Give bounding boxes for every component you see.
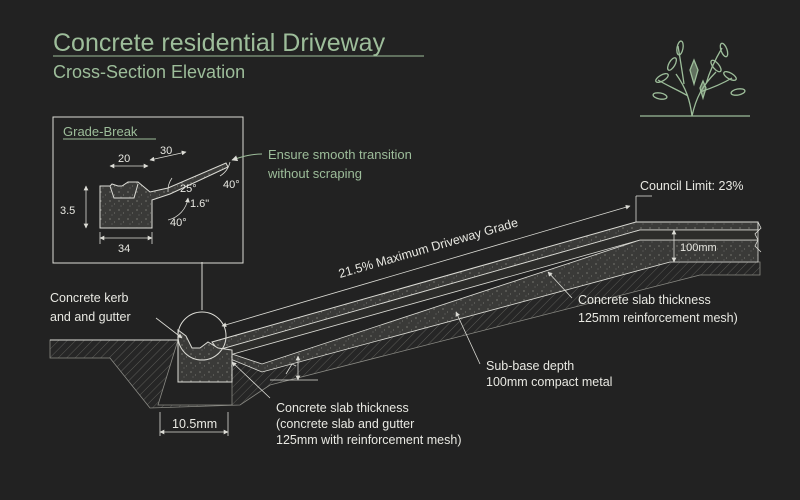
subbase-line1: Sub-base depth xyxy=(486,359,574,373)
page-subtitle: Cross-Section Elevation xyxy=(53,62,245,82)
dim-small: 1.6" xyxy=(190,198,209,210)
dim-bottom: 34 xyxy=(118,243,130,255)
council-limit-label: Council Limit: 23% xyxy=(640,179,744,193)
slab-bottom-line3: 125mm with reinforcement mesh) xyxy=(276,433,461,447)
grade-dimension-line xyxy=(221,204,631,328)
slab-right-line2: 125mm reinforcement mesh) xyxy=(578,311,738,325)
gutter-width-label: 10.5mm xyxy=(172,417,217,431)
subbase-line2: 100mm compact metal xyxy=(486,375,612,389)
kerb-label-line1: Concrete kerb xyxy=(50,291,129,305)
dim-angle-c: 40° xyxy=(170,217,187,229)
dim-angle-b: 40° xyxy=(223,179,240,191)
slab-bottom-line2: (concrete slab and gutter xyxy=(276,417,414,431)
detail-note-line1: Ensure smooth transition xyxy=(268,147,412,162)
slab-bottom-line1: Concrete slab thickness xyxy=(276,401,409,415)
tree-icon xyxy=(640,40,750,117)
slab-right-line1: Concrete slab thickness xyxy=(578,293,711,307)
section-ground xyxy=(49,221,762,500)
page-title: Concrete residential Driveway xyxy=(53,29,386,57)
dim-left: 3.5 xyxy=(60,205,75,217)
kerb-label-line2: and and gutter xyxy=(50,310,131,324)
detail-title: Grade-Break xyxy=(63,124,138,139)
dim-top-right: 30 xyxy=(160,145,172,157)
dim-angle-a: 25° xyxy=(180,183,197,195)
grade-break-detail: Grade-Break 20 30 3.5 34 25° 1.6" 40° 40… xyxy=(52,116,244,310)
depth-right-label: 100mm xyxy=(680,242,717,254)
dim-top-left: 20 xyxy=(118,153,130,165)
detail-note-line2: without scraping xyxy=(267,166,362,181)
